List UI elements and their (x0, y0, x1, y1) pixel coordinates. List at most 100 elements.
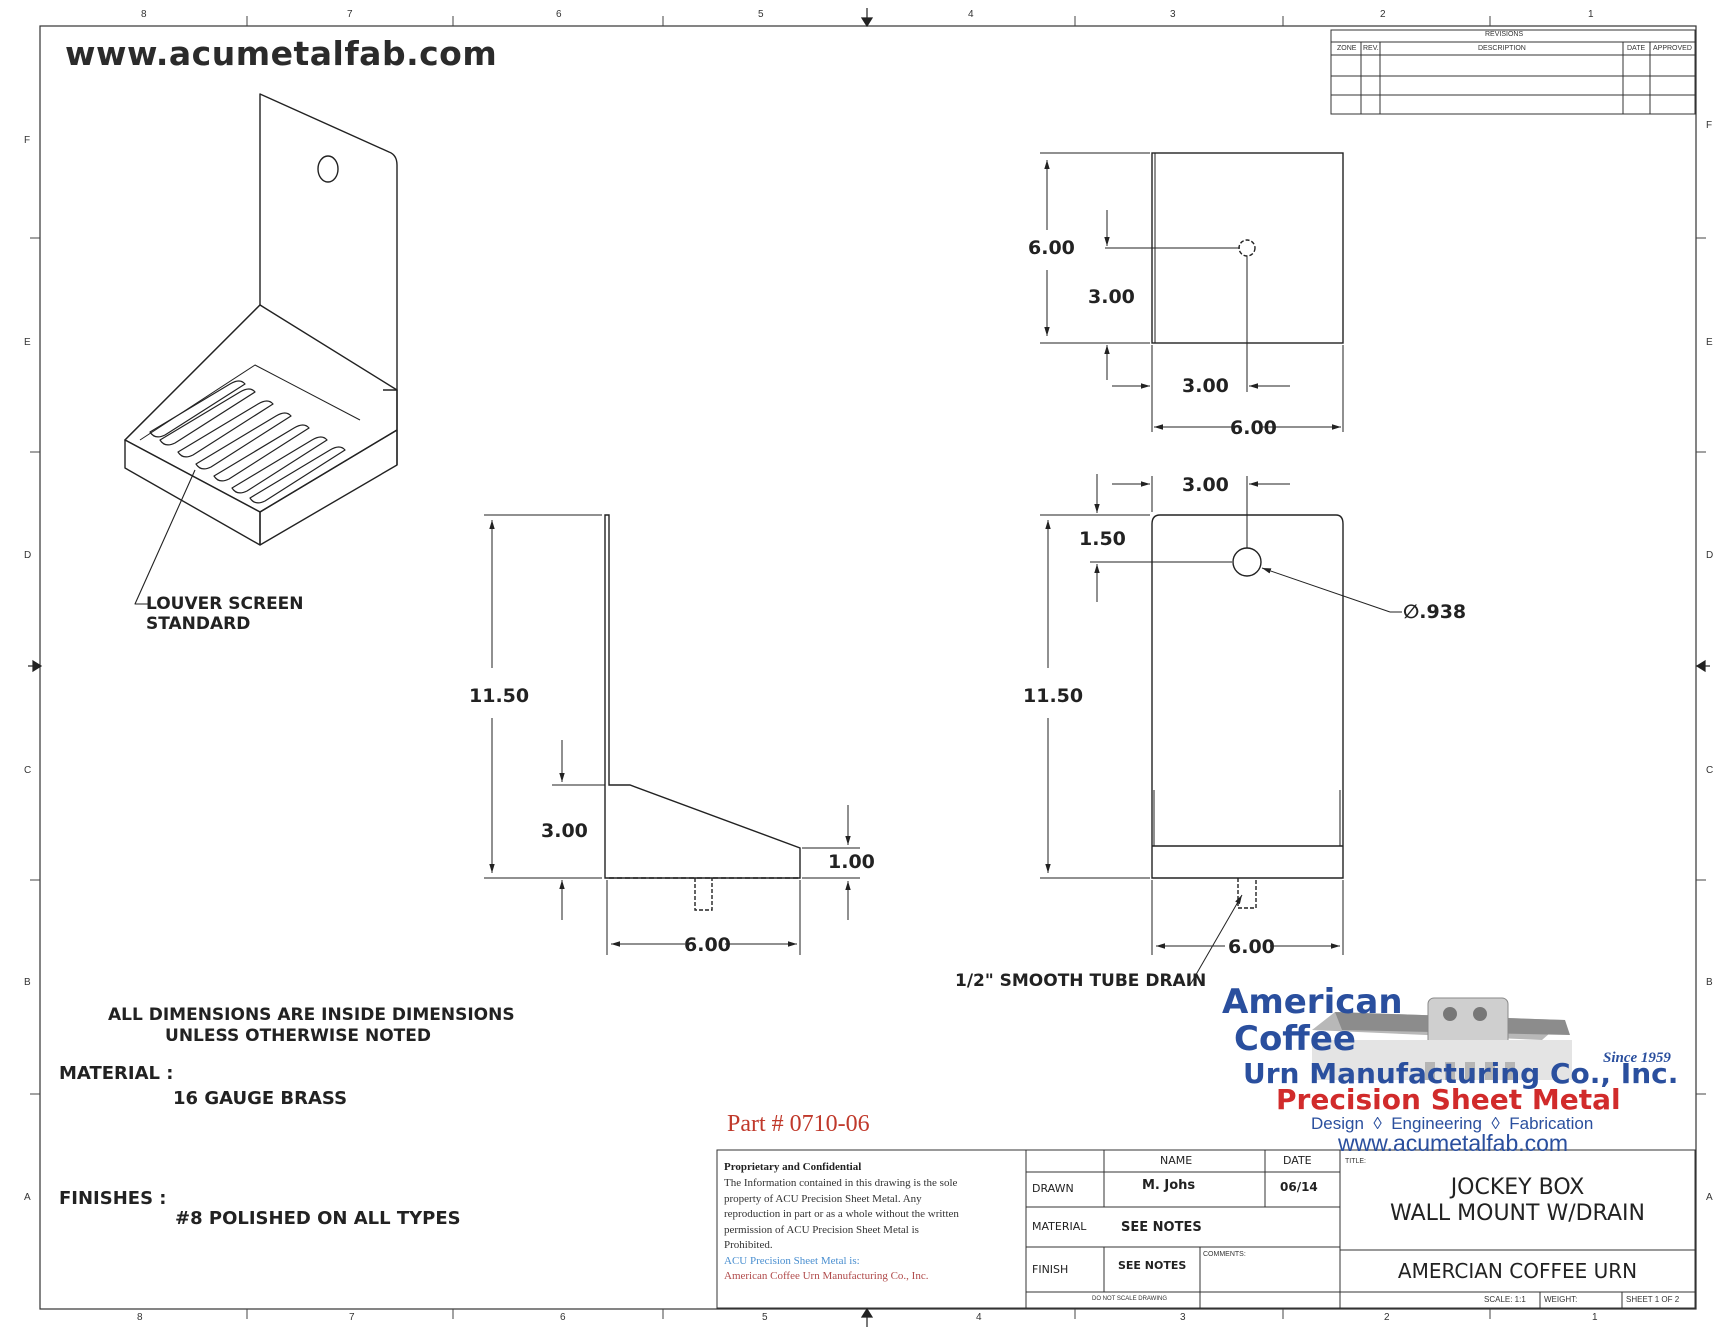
material-value: 16 GAUGE BRASS (173, 1088, 348, 1109)
side-view-outline (604, 514, 801, 879)
zone-left-b: B (24, 977, 31, 988)
finish-tb-label: FINISH (1032, 1263, 1069, 1276)
zone-top-2: 2 (1380, 9, 1386, 20)
side-dim-tray: 3.00 (541, 820, 588, 842)
top-view-hole (1238, 239, 1256, 257)
revision-block (1330, 29, 1696, 115)
rev-col-approved: APPROVED (1653, 45, 1692, 52)
isometric-view (124, 93, 398, 605)
side-view-drain (694, 878, 713, 911)
zone-top-6: 6 (556, 9, 562, 20)
logo-services: Design ◊ Engineering ◊ Fabrication (1311, 1114, 1594, 1133)
front-dim-height: 11.50 (1023, 685, 1084, 707)
drawn-name: M. Johs (1142, 1178, 1196, 1193)
finish-tb-value: SEE NOTES (1118, 1259, 1187, 1272)
zone-left-c: C (24, 765, 32, 776)
zone-left-a: A (24, 1192, 31, 1203)
louver-slots (149, 380, 346, 504)
zone-left-f: F (24, 135, 31, 146)
side-view (604, 514, 801, 911)
title-label: TITLE: (1345, 1158, 1367, 1165)
zone-right-f: F (1706, 120, 1713, 131)
zone-top-7: 7 (347, 9, 353, 20)
front-dim-hole-y: 1.50 (1079, 528, 1126, 550)
material-tb-label: MATERIAL (1032, 1220, 1087, 1233)
logo-since: Since 1959 (1603, 1050, 1671, 1066)
logo-american: American (1222, 982, 1403, 1022)
zone-right-a: A (1706, 1192, 1713, 1203)
zone-top-5: 5 (758, 9, 764, 20)
comments-label: COMMENTS: (1203, 1251, 1246, 1258)
logo-graphic (1312, 997, 1572, 1080)
zone-top-4: 4 (968, 9, 974, 20)
zone-bottom-2: 2 (1384, 1312, 1390, 1323)
company-name: AMERCIAN COFFEE URN (1397, 1259, 1638, 1283)
rev-col-zone: ZONE (1337, 45, 1357, 52)
zone-bottom-6: 6 (560, 1312, 566, 1323)
prop-acu-line: ACU Precision Sheet Metal is: (724, 1254, 860, 1267)
rev-col-description: DESCRIPTION (1478, 45, 1526, 52)
zone-right-c: C (1706, 765, 1714, 776)
hanging-hole (317, 155, 339, 183)
material-tb-value: SEE NOTES (1121, 1220, 1202, 1235)
website-url[interactable]: www.acumetalfab.com (65, 34, 498, 73)
side-dim-front: 1.00 (828, 851, 875, 873)
title-block (716, 1149, 1696, 1309)
front-view-dimensions (1040, 474, 1402, 986)
drawing-title: JOCKEY BOX WALL MOUNT W/DRAIN (1340, 1175, 1695, 1227)
front-view (1151, 514, 1344, 909)
top-view-dimensions (1040, 152, 1344, 432)
zone-right-e: E (1706, 337, 1713, 348)
top-dim-width: 6.00 (1230, 417, 1277, 439)
finishes-label: FINISHES : (59, 1188, 167, 1209)
zone-bottom-5: 5 (762, 1312, 768, 1323)
front-dim-hole-x: 3.00 (1182, 474, 1229, 496)
zone-left-d: D (24, 550, 32, 561)
scale: SCALE: 1:1 (1484, 1295, 1526, 1304)
top-dim-height: 6.00 (1028, 237, 1075, 259)
zone-left-e: E (24, 337, 31, 348)
front-view-outline (1151, 514, 1344, 879)
top-dim-hole-y: 3.00 (1088, 286, 1135, 308)
logo-url[interactable]: www.acumetalfab.com (1338, 1130, 1569, 1156)
zone-top-3: 3 (1170, 9, 1176, 20)
drawing-title-line2: WALL MOUNT W/DRAIN (1390, 1201, 1645, 1226)
dimension-note: ALL DIMENSIONS ARE INSIDE DIMENSIONS UNL… (108, 1005, 515, 1047)
zone-bottom-7: 7 (349, 1312, 355, 1323)
side-view-dimensions (484, 514, 860, 955)
prop-text-line: reproduction in part or as a whole witho… (724, 1208, 959, 1220)
centering-marks (28, 8, 1710, 1327)
louver-callout-line1: LOUVER SCREEN (146, 594, 304, 614)
prop-text: The Information contained in this drawin… (724, 1176, 959, 1285)
prop-text-line: The Information contained in this drawin… (724, 1177, 958, 1189)
prop-company-line: American Coffee Urn Manufacturing Co., I… (724, 1270, 929, 1282)
louver-leader (134, 469, 196, 605)
zone-top-8: 8 (141, 9, 147, 20)
dimension-note-line2: UNLESS OTHERWISE NOTED (165, 1026, 431, 1046)
drawn-label: DRAWN (1032, 1182, 1074, 1195)
weight: WEIGHT: (1544, 1295, 1578, 1304)
side-dim-width: 6.00 (684, 934, 731, 956)
louver-callout: LOUVER SCREEN STANDARD (146, 594, 304, 634)
col-name: NAME (1160, 1154, 1193, 1167)
zone-top-1: 1 (1588, 9, 1594, 20)
drawing-title-line1: JOCKEY BOX (1450, 1175, 1585, 1200)
top-dim-hole-x: 3.00 (1182, 375, 1229, 397)
revisions-title: REVISIONS (1485, 31, 1524, 38)
part-number: Part # 0710-06 (727, 1111, 870, 1137)
logo-tagline: Precision Sheet Metal (1276, 1083, 1621, 1116)
zone-bottom-1: 1 (1592, 1312, 1598, 1323)
front-view-drain (1237, 878, 1257, 909)
side-dim-height: 11.50 (469, 685, 530, 707)
front-dim-width: 6.00 (1228, 936, 1275, 958)
col-date: DATE (1283, 1154, 1312, 1167)
logo-urn: Urn Manufacturing Co., Inc. (1243, 1057, 1679, 1090)
zone-right-b: B (1706, 977, 1713, 988)
material-label: MATERIAL : (59, 1063, 174, 1084)
zone-bottom-3: 3 (1180, 1312, 1186, 1323)
dimension-note-line1: ALL DIMENSIONS ARE INSIDE DIMENSIONS (108, 1005, 515, 1025)
sheet-border (39, 25, 1697, 1310)
drain-callout: 1/2" SMOOTH TUBE DRAIN (955, 971, 1207, 991)
